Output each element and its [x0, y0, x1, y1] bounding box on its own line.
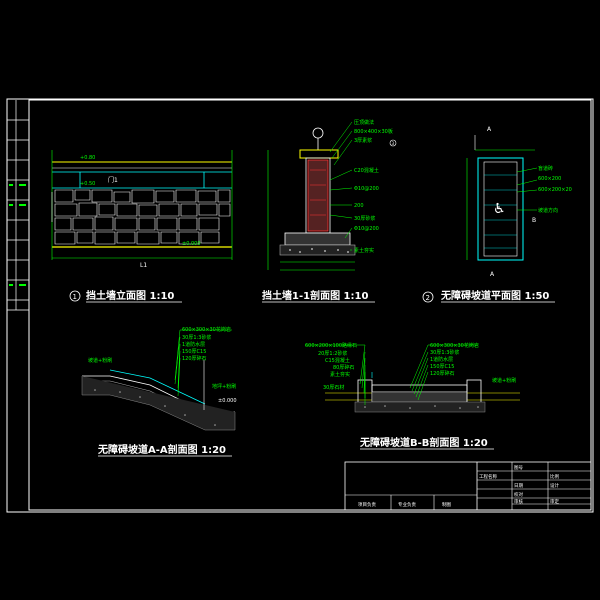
title-bottom-1: 项目负责: [358, 501, 376, 508]
title-cell-5: 设计: [550, 482, 559, 489]
section-1-1-mark: 3: [392, 141, 395, 146]
section-a-a-dim-note: ±0.000: [218, 398, 237, 404]
elevation-number-circle: [69, 290, 81, 302]
title-cell-2: 图号: [514, 465, 523, 471]
elevation-view: +0.80 +0.50 门1 ±0.000 L1 1 挡土墙立面图 1:10: [51, 150, 233, 303]
section-a-a-left-note: 坡道+粉刷: [88, 357, 112, 364]
title-cell-6: 校对: [514, 491, 523, 498]
ramp-plan-callout-4: 坡道方向: [538, 207, 558, 214]
section-a-a-callout-3: 1道防水层: [182, 341, 205, 348]
section-b-b-view: 600×200×100路缘石 20厚1:2砂浆 C15混凝土 80厚碎石 素土夯…: [305, 342, 520, 450]
title-cell-7: 审核: [514, 498, 523, 505]
ramp-plan-mark-top: A: [487, 126, 492, 133]
section-1-1-callout-6: 200: [354, 203, 364, 209]
section-1-1-view: 压顶做法 800×400×30板 3厚素浆 C20混凝土 Φ10@200 200…: [262, 119, 397, 303]
section-b-b-right-callout-5: 120厚碎石: [430, 370, 455, 377]
section-1-1-callout-4: C20混凝土: [354, 167, 379, 174]
sheet-frame: [6, 98, 594, 513]
section-a-a-view: 600×300×30花岗岩 30厚1:3砂浆 1道防水层 150厚C15 120…: [81, 326, 237, 457]
elevation-bottom-dim: L1: [140, 262, 147, 269]
section-1-1-callout-8: Φ10@200: [354, 226, 379, 232]
elevation-label-top: +0.80: [80, 155, 95, 161]
section-1-1-callout-7: 30厚砂浆: [354, 215, 375, 222]
title-cell-8: 审定: [550, 498, 559, 505]
section-1-1-callout-5: Φ10@200: [354, 186, 379, 192]
section-1-1-callout-3: 3厚素浆: [354, 137, 372, 144]
ramp-plan-title: 无障碍坡道平面图 1:50: [440, 289, 549, 302]
elevation-label-mid: +0.50: [80, 181, 95, 187]
section-b-b-title: 无障碍坡道B-B剖面图 1:20: [359, 436, 488, 449]
ramp-plan-view: A ♿ A B 盲道砖 600×200 600×200×20 坡道方向 2 无障…: [422, 126, 572, 303]
title-block: 工程名称 图号 比例 日期 设计 校对 审核 审定 项目负责 专业负责 制图: [344, 461, 592, 511]
left-strip-marks: [9, 184, 26, 286]
title-cell-1: 工程名称: [479, 473, 497, 480]
ramp-plan-callout-2: 600×200: [538, 176, 561, 182]
section-b-b-right-callout-3: 1道防水层: [430, 356, 453, 363]
elevation-tag: 门1: [108, 176, 118, 184]
section-b-b-right-callout-2: 30厚1:3砂浆: [430, 349, 459, 356]
ramp-plan-callout-3: 600×200×20: [538, 187, 572, 193]
section-1-1-callout-2: 800×400×30板: [354, 128, 393, 135]
section-1-1-callout-9: 素土夯实: [354, 247, 374, 254]
title-cell-4: 日期: [514, 483, 523, 489]
left-strip: [7, 100, 29, 311]
section-a-a-callout-1: 600×300×30花岗岩: [182, 326, 231, 333]
elevation-label-right: ±0.000: [182, 241, 201, 247]
section-a-a-callout-4: 150厚C15: [182, 349, 206, 355]
elevation-title: 挡土墙立面图 1:10: [86, 289, 174, 302]
section-b-b-left-note: 30厚石材: [323, 384, 344, 391]
title-bottom-2: 专业负责: [398, 501, 416, 508]
section-b-b-right-callout-4: 150厚C15: [430, 364, 454, 370]
drawing-border: [28, 99, 592, 511]
title-cell-3: 比例: [550, 473, 559, 480]
section-a-a-title: 无障碍坡道A-A剖面图 1:20: [97, 443, 226, 456]
section-b-b-left-callout-3: C15混凝土: [325, 357, 350, 364]
ramp-plan-mark-right: B: [532, 217, 536, 224]
section-a-a-right-note: 地坪+粉刷: [212, 383, 236, 390]
title-bottom-3: 制图: [442, 501, 451, 508]
section-b-b-right-callout-1: 600×300×30花岗岩: [430, 342, 479, 349]
section-1-1-callout-1: 压顶做法: [354, 119, 374, 126]
ramp-plan-number: 2: [426, 294, 430, 302]
ramp-plan-callout-1: 盲道砖: [538, 165, 553, 172]
section-b-b-left-callout-5: 素土夯实: [330, 371, 350, 378]
section-a-a-callout-2: 30厚1:3砂浆: [182, 334, 211, 341]
elevation-number: 1: [73, 293, 77, 301]
section-b-b-left-callout-1: 600×200×100路缘石: [305, 342, 357, 349]
section-b-b-right-note: 坡道+粉刷: [492, 377, 516, 384]
stone-wall-pattern: [54, 189, 231, 245]
section-a-a-callout-5: 120厚碎石: [182, 355, 207, 362]
section-b-b-left-callout-2: 20厚1:2砂浆: [318, 350, 347, 357]
ramp-plan-mark-bottom: A: [490, 271, 495, 278]
section-b-b-left-callout-4: 80厚碎石: [333, 364, 354, 371]
accessible-icon: ♿: [493, 201, 506, 217]
section-1-1-title: 挡土墙1-1剖面图 1:10: [262, 289, 368, 302]
